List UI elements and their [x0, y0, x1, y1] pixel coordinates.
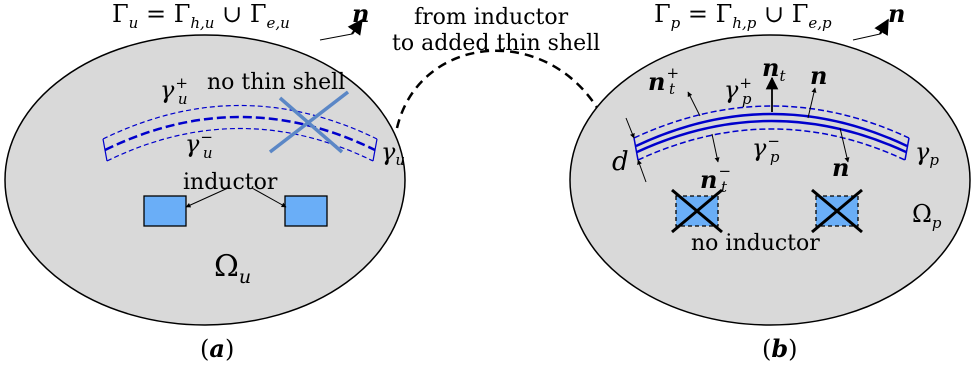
normal-arrow-a [347, 18, 363, 36]
inductor-block-right [284, 195, 328, 227]
shell-mid-line-a [104, 115, 376, 152]
gamma-u-label: γu [381, 138, 405, 169]
shell-end-right-b [904, 137, 910, 161]
shell-end-left-b [633, 137, 639, 161]
transfer-text-line-1: from inductor [414, 5, 569, 30]
no-thin-shell-label: no thin shell [207, 70, 345, 95]
normal-shell-label: n [810, 61, 827, 90]
shell-boundary-lower-b [637, 128, 906, 161]
domain-omega-p [569, 34, 971, 326]
inductor-block-left [143, 195, 187, 227]
n-t-minus-label: n−t [700, 162, 731, 196]
transfer-arrow [395, 49, 610, 130]
boundary-label-a: Γu = Γh,u ∪ Γe,u [112, 0, 290, 32]
thickness-arrow-top [625, 117, 635, 139]
gamma-p-minus-label: γ−p [752, 132, 780, 166]
gamma-u-plus-label: γ+u [160, 74, 188, 108]
removed-inductor-left-x2 [671, 188, 723, 234]
n-t-minus-arrow [711, 133, 720, 163]
inductor-arrow-left [185, 187, 229, 208]
normal-lower-label: n [832, 153, 849, 182]
omega-u-label: Ωu [214, 249, 251, 288]
omega-p-label: Ωp [912, 200, 942, 232]
no-inductor-label: no inductor [691, 231, 820, 256]
caption-b: (b) [762, 334, 798, 363]
normal-shell-arrow [807, 87, 817, 119]
normal-line-a [319, 33, 353, 41]
n-t-plus-arrow [687, 91, 701, 117]
thickness-d-label: d [612, 147, 629, 177]
normal-label-b: n [888, 0, 905, 28]
caption-a: (a) [200, 334, 234, 363]
shell-mid-line-b [635, 112, 908, 148]
transfer-text-line-2: to added thin shell [392, 31, 600, 56]
blue-cross-stroke-1 [278, 96, 344, 154]
normal-label-a: n [352, 0, 369, 28]
panel-a: Γu = Γh,u ∪ Γe,u n γ+u no thin shell γ−u… [4, 0, 406, 363]
shell-outline-lower-a [106, 128, 374, 162]
shell-end-right-a [372, 138, 378, 162]
panel-b: Γp = Γh,p ∪ Γe,p n n+t γ+p nt n d n−t γ−… [569, 0, 971, 363]
shell-boundary-upper-b [633, 105, 910, 139]
thickness-arrow-bottom [637, 159, 647, 183]
removed-inductor-right-x2 [811, 188, 863, 234]
inductor-arrow-right [251, 187, 287, 208]
normal-arrow-b [874, 18, 889, 36]
shell-mid-line-b2 [636, 119, 907, 154]
inductor-label: inductor [183, 170, 278, 195]
gamma-p-label: γp [915, 138, 939, 169]
normal-lower-arrow [839, 127, 850, 163]
gamma-u-minus-label: γ−u [185, 128, 213, 162]
n-t-label: nt [762, 53, 786, 85]
gamma-p-plus-label: γ+p [724, 74, 752, 108]
normal-line-b [852, 33, 881, 41]
n-t-plus-label: n+t [648, 64, 679, 98]
shell-end-left-a [102, 138, 108, 162]
domain-omega-u [4, 34, 406, 326]
blue-cross-stroke-2 [268, 90, 350, 154]
boundary-label-b: Γp = Γh,p ∪ Γe,p [654, 0, 832, 32]
